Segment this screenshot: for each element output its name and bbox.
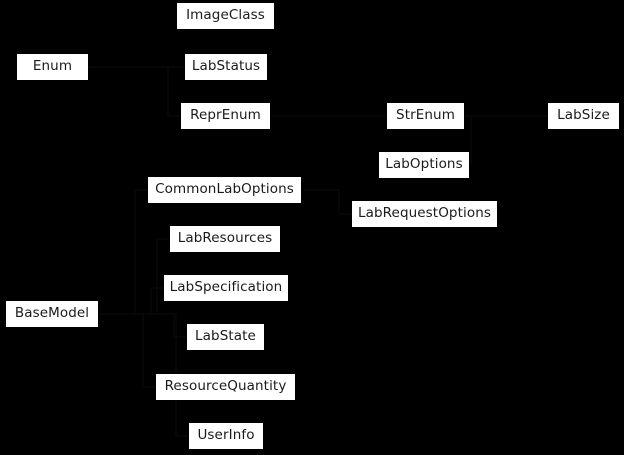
class-node-label: LabStatus bbox=[191, 58, 261, 75]
class-node-label: ImageClass bbox=[186, 7, 265, 24]
class-node-labstate[interactable]: LabState bbox=[186, 323, 265, 351]
class-node-laboptions[interactable]: LabOptions bbox=[378, 151, 470, 179]
inheritance-edge-basemodel-to-resourcequantity bbox=[99, 313, 155, 388]
inheritance-edge-basemodel-to-labresources bbox=[99, 238, 169, 315]
class-node-labresources[interactable]: LabResources bbox=[169, 225, 281, 253]
inheritance-edge-basemodel-to-labspecification bbox=[99, 287, 163, 315]
class-node-resourcequantity[interactable]: ResourceQuantity bbox=[155, 373, 296, 401]
class-node-labstatus[interactable]: LabStatus bbox=[184, 53, 268, 81]
class-node-labrequestoptions[interactable]: LabRequestOptions bbox=[351, 200, 498, 228]
class-node-label: LabState bbox=[195, 328, 256, 345]
class-node-strenum[interactable]: StrEnum bbox=[386, 102, 465, 130]
class-node-label: ResourceQuantity bbox=[164, 378, 287, 395]
class-node-label: StrEnum bbox=[396, 107, 455, 124]
inheritance-edge-commonlaboptions-to-labrequestoptions bbox=[302, 189, 351, 215]
class-node-label: LabSpecification bbox=[169, 279, 283, 296]
inheritance-edge-enum-to-reprenum bbox=[89, 66, 180, 117]
class-node-basemodel[interactable]: BaseModel bbox=[5, 300, 99, 328]
class-node-userinfo[interactable]: UserInfo bbox=[188, 422, 264, 450]
class-node-imageclass[interactable]: ImageClass bbox=[176, 2, 275, 30]
class-node-label: ReprEnum bbox=[190, 107, 261, 124]
class-node-enum[interactable]: Enum bbox=[16, 53, 89, 81]
class-node-commonlaboptions[interactable]: CommonLabOptions bbox=[147, 176, 302, 204]
class-node-labspecification[interactable]: LabSpecification bbox=[163, 274, 289, 302]
class-node-label: LabOptions bbox=[385, 156, 463, 173]
class-node-label: LabSize bbox=[557, 107, 610, 124]
class-node-label: UserInfo bbox=[197, 427, 255, 444]
class-node-reprenum[interactable]: ReprEnum bbox=[180, 102, 271, 130]
class-node-labsize[interactable]: LabSize bbox=[547, 102, 620, 130]
class-node-label: CommonLabOptions bbox=[155, 181, 294, 198]
class-node-label: LabResources bbox=[177, 230, 273, 247]
class-node-label: Enum bbox=[32, 58, 73, 75]
class-node-label: LabRequestOptions bbox=[358, 205, 491, 222]
inheritance-edge-basemodel-to-commonlaboptions bbox=[99, 189, 147, 315]
inheritance-edge-basemodel-to-labstate bbox=[99, 313, 186, 338]
class-node-label: BaseModel bbox=[14, 305, 90, 322]
